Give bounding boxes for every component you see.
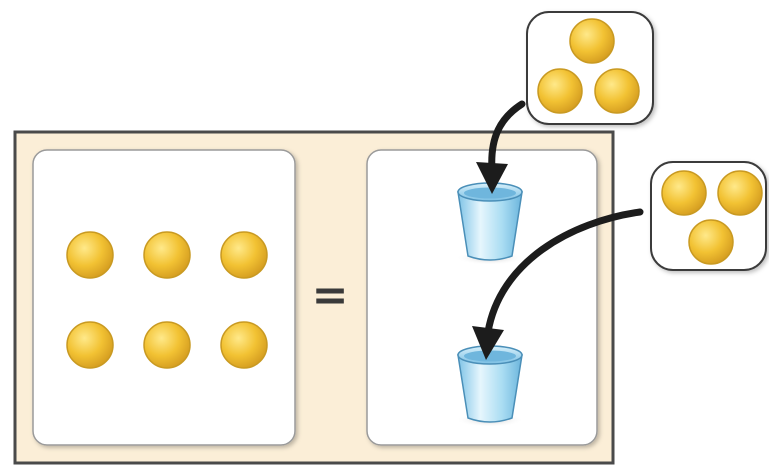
counter-group-card-top xyxy=(526,11,654,125)
counter-icon xyxy=(569,18,615,64)
left-counters xyxy=(66,231,268,369)
counter-icon xyxy=(688,219,734,265)
counter-icon xyxy=(220,231,268,279)
cup-icon xyxy=(456,182,524,265)
counter-icon xyxy=(220,321,268,369)
counter-icon xyxy=(66,231,114,279)
curved-arrow-icon xyxy=(472,208,644,360)
counter-icon xyxy=(717,170,763,216)
counter-icon xyxy=(143,321,191,369)
curved-arrow-icon xyxy=(476,100,526,194)
right-panel xyxy=(366,149,598,446)
cup-icon xyxy=(456,345,524,427)
counter-group-card-right xyxy=(650,161,767,271)
counter-icon xyxy=(594,68,640,114)
equals-sign: = xyxy=(312,270,349,321)
counter-icon xyxy=(143,231,191,279)
left-panel xyxy=(32,149,296,446)
counter-icon xyxy=(661,170,707,216)
counter-icon xyxy=(537,68,583,114)
counter-icon xyxy=(66,321,114,369)
